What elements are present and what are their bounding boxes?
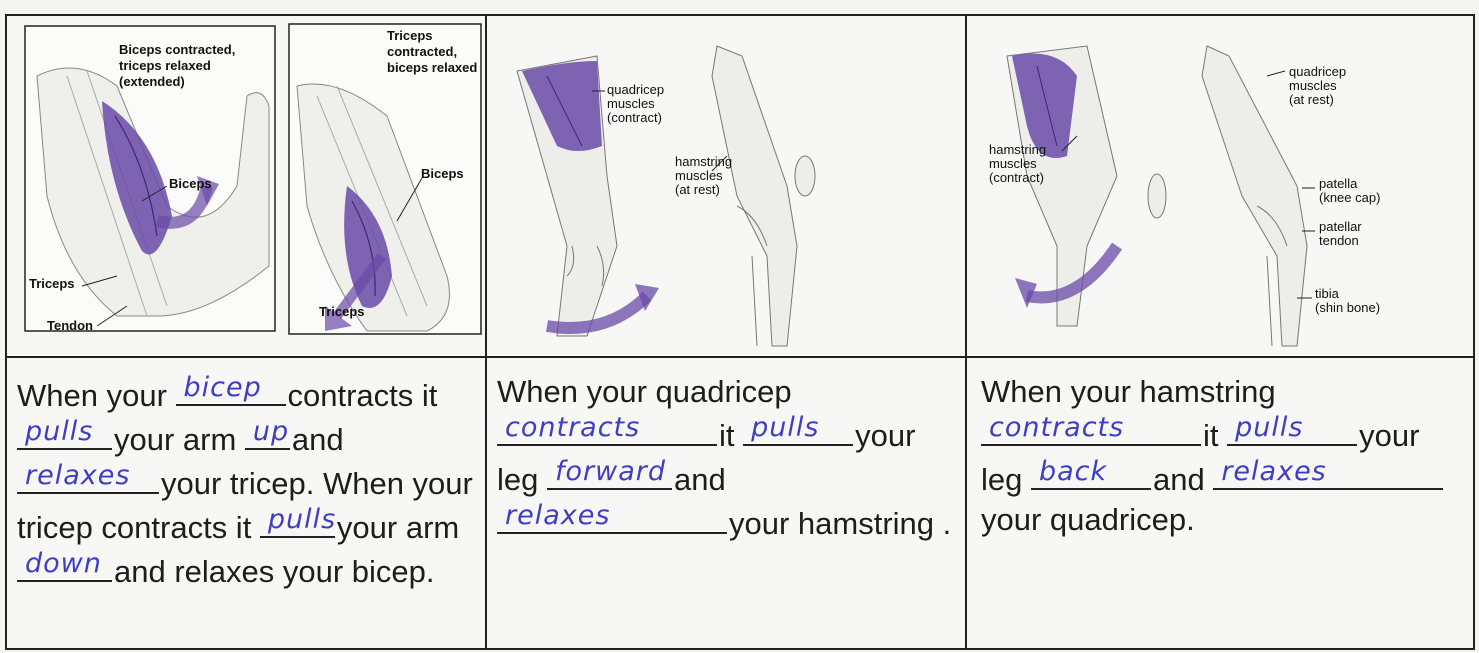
quadricep-sentence-cell: When your quadricep contractsit pullsyou… — [487, 358, 965, 648]
patellar-tendon-label-2: tendon — [1319, 233, 1359, 248]
sentence-text: and — [674, 462, 726, 497]
handwritten-answer: forward — [555, 452, 666, 492]
leg-quad-label-2: muscles — [607, 96, 655, 111]
handwritten-answer: relaxes — [25, 456, 130, 496]
answer-blank[interactable]: down — [17, 548, 112, 582]
tibia-label-1: tibia — [1315, 286, 1340, 301]
arm-flexed-triceps-label: Triceps — [319, 304, 365, 319]
answer-blank[interactable]: forward — [547, 456, 672, 490]
leg-quad-rest-label-3: (at rest) — [1289, 92, 1334, 107]
answer-blank[interactable]: up — [245, 416, 290, 450]
leg-quad-label-3: (contract) — [607, 110, 662, 125]
leg-quad-illustration — [517, 46, 815, 346]
handwritten-answer: pulls — [25, 412, 93, 452]
answer-blank[interactable]: bicep — [176, 372, 286, 406]
sentence-text: and — [1153, 462, 1213, 497]
arm-extended-caption-3: (extended) — [119, 74, 185, 89]
answer-blank[interactable]: pulls — [1227, 412, 1357, 446]
leg-ham-contract-label-3: (contract) — [989, 170, 1044, 185]
sentence-text: contracts it — [288, 378, 438, 413]
handwritten-answer: up — [253, 412, 289, 452]
arm-extended-caption-2: triceps relaxed — [119, 58, 211, 73]
handwritten-answer: pulls — [751, 408, 819, 448]
arm-flexed-biceps-label: Biceps — [421, 166, 464, 181]
sentence-text: your arm — [114, 422, 245, 457]
answer-blank[interactable]: contracts — [981, 412, 1201, 446]
worksheet-table: Biceps contracted, triceps relaxed (exte… — [5, 14, 1475, 650]
arm-extended-triceps-label: Triceps — [29, 276, 75, 291]
leg-quad-rest-label-1: quadricep — [1289, 64, 1346, 79]
arm-flexed-caption-2: contracted, — [387, 44, 457, 59]
arm-extended-biceps-label: Biceps — [169, 176, 212, 191]
patellar-tendon-label-1: patellar — [1319, 219, 1362, 234]
handwritten-answer: pulls — [268, 500, 336, 540]
arm-flexed-caption-1: Triceps — [387, 28, 433, 43]
sentence-text: it — [719, 418, 743, 453]
handwritten-answer: pulls — [1235, 408, 1303, 448]
patella-label-1: patella — [1319, 176, 1358, 191]
patella-label-2: (knee cap) — [1319, 190, 1380, 205]
sentence-text: and relaxes your bicep. — [114, 554, 435, 589]
arm-extended-tendon-label: Tendon — [47, 318, 93, 333]
answer-blank[interactable]: relaxes — [17, 460, 159, 494]
sentence-text: your hamstring . — [729, 506, 951, 541]
answer-blank[interactable]: pulls — [743, 412, 853, 446]
handwritten-answer: bicep — [184, 368, 262, 408]
sentence-text: your arm — [337, 510, 459, 545]
arm-sentence-cell: When your bicepcontracts it pullsyour ar… — [7, 358, 485, 648]
answer-blank[interactable]: back — [1031, 456, 1151, 490]
leg-quadricep-diagram-panel: quadricep muscles (contract) hamstring m… — [487, 16, 965, 357]
arm-flexed-caption-3: biceps relaxed — [387, 60, 477, 75]
sentence-text: When your — [17, 378, 176, 413]
answer-blank[interactable]: pulls — [17, 416, 112, 450]
hamstring-sentence-cell: When your hamstring contractsit pullsyou… — [967, 358, 1475, 648]
sentence-text: and — [292, 422, 344, 457]
sentence-text: When your hamstring — [981, 374, 1276, 409]
sentence-text: your quadricep. — [981, 502, 1195, 537]
arm-diagram-panel: Biceps contracted, triceps relaxed (exte… — [7, 16, 485, 357]
sentence-text: When your quadricep — [497, 374, 792, 409]
leg-ham-rest-label-3: (at rest) — [675, 182, 720, 197]
answer-blank[interactable]: contracts — [497, 412, 717, 446]
handwritten-answer: relaxes — [1221, 452, 1326, 492]
arm-extended-caption-1: Biceps contracted, — [119, 42, 235, 57]
handwritten-answer: contracts — [505, 408, 640, 448]
leg-ham-rest-label-1: hamstring — [675, 154, 732, 169]
leg-ham-illustration — [1007, 46, 1315, 346]
sentence-text: it — [1203, 418, 1227, 453]
handwritten-answer: back — [1039, 452, 1107, 492]
answer-blank[interactable]: relaxes — [497, 500, 727, 534]
leg-ham-contract-label-2: muscles — [989, 156, 1037, 171]
handwritten-answer: relaxes — [505, 496, 610, 536]
answer-blank[interactable]: pulls — [260, 504, 335, 538]
leg-hamstring-diagram-panel: hamstring muscles (contract) quadricep m… — [967, 16, 1475, 357]
leg-quad-rest-label-2: muscles — [1289, 78, 1337, 93]
handwritten-answer: down — [25, 544, 102, 584]
tibia-label-2: (shin bone) — [1315, 300, 1380, 315]
answer-blank[interactable]: relaxes — [1213, 456, 1443, 490]
leg-ham-rest-label-2: muscles — [675, 168, 723, 183]
leg-ham-contract-label-1: hamstring — [989, 142, 1046, 157]
handwritten-answer: contracts — [989, 408, 1124, 448]
leg-quad-label-1: quadricep — [607, 82, 664, 97]
